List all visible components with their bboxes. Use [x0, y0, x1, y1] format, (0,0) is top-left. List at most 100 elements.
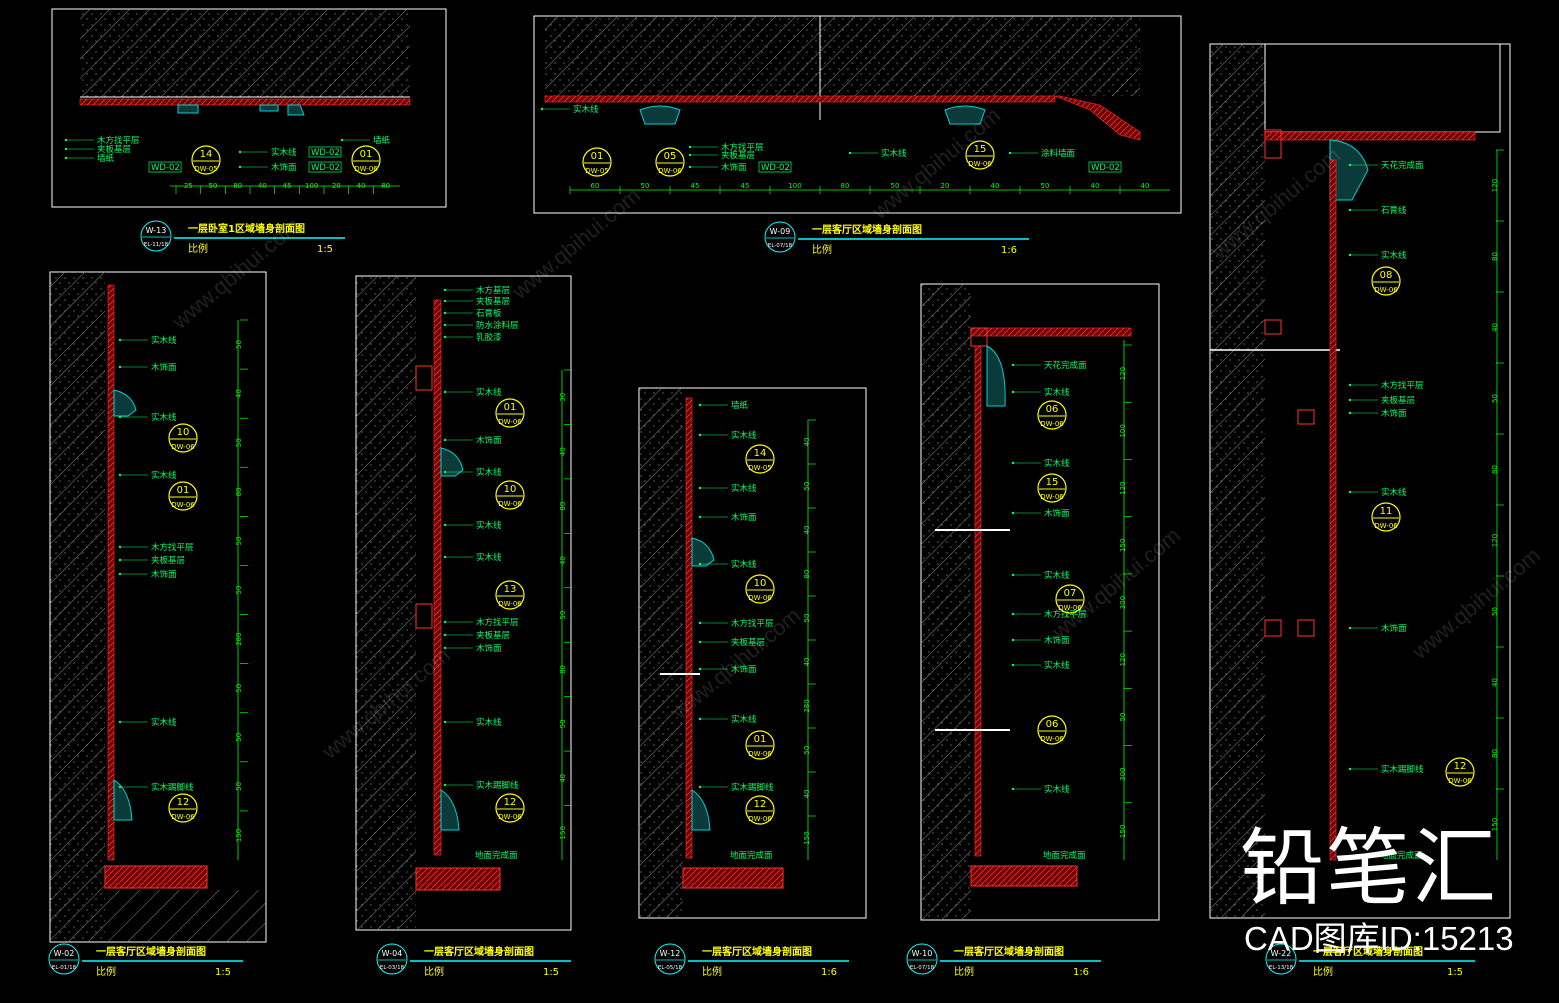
- material-label: 实木线: [698, 714, 757, 725]
- material-label-text: 实木线: [731, 559, 757, 570]
- tag-number: 15: [1046, 477, 1059, 488]
- dim-value: 50: [235, 782, 243, 791]
- floor-finish-label: 地面完成面: [730, 850, 773, 861]
- material-label-text: 实木线: [151, 412, 177, 423]
- material-label-text: 木饰面: [476, 643, 502, 654]
- material-label: 实木线: [848, 148, 907, 159]
- dim-value: 120: [1491, 534, 1499, 547]
- tag-sheet: DW-06: [1374, 522, 1398, 530]
- dim-value: 50: [235, 586, 243, 595]
- tag-number: 01: [177, 485, 190, 496]
- material-label: 夹板基层: [443, 630, 510, 641]
- material-label: 实木线: [1011, 784, 1070, 795]
- scale-value: 1:6: [821, 967, 837, 978]
- material-label-text: 木饰面: [151, 569, 177, 580]
- material-label: 实木线: [698, 430, 757, 441]
- dim-value: 300: [1119, 767, 1127, 780]
- material-label-text: 夹板基层: [721, 150, 755, 161]
- dim-value: 120: [1119, 653, 1127, 666]
- material-label: WD-02: [758, 161, 792, 173]
- material-label: 夹板基层: [64, 144, 131, 155]
- tag-number: 10: [754, 578, 767, 589]
- dim-value: 80: [1491, 465, 1499, 474]
- scale-value: 1:5: [215, 967, 231, 978]
- dim-value: 40: [258, 182, 267, 190]
- dim-value: 50: [235, 340, 243, 349]
- material-label-text: 木饰面: [151, 362, 177, 373]
- material-label-text: 木饰面: [731, 512, 757, 523]
- material-label: 实木线: [698, 559, 757, 570]
- material-label: 实木线: [1011, 458, 1070, 469]
- material-label: 墙纸: [64, 153, 115, 164]
- material-label: 木饰面: [443, 435, 502, 446]
- material-label-text: WD-02: [1091, 163, 1120, 173]
- dim-value: 40: [1491, 323, 1499, 332]
- dim-value: 50: [559, 611, 567, 620]
- tag-sheet: DW-06: [748, 815, 772, 823]
- dim-value: 40: [803, 526, 811, 535]
- scale-value: 1:6: [1001, 245, 1017, 256]
- material-label: 木饰面: [118, 569, 177, 580]
- material-label-text: 实木线: [731, 430, 757, 441]
- material-label: 实木踢脚线: [118, 782, 194, 793]
- tag-number: 15: [974, 144, 987, 155]
- material-label: WD-02: [1088, 161, 1122, 173]
- material-label-text: 实木线: [476, 387, 502, 398]
- dim-value: 45: [741, 182, 750, 190]
- material-label-text: 实木线: [1044, 784, 1070, 795]
- tag-sheet: DW-06: [1058, 604, 1082, 612]
- material-label: 墙纸: [698, 400, 749, 411]
- tag-sheet: DW-05: [585, 167, 608, 175]
- tag-number: 12: [1454, 761, 1467, 772]
- dim-value: 50: [891, 182, 900, 190]
- panel-w12: [638, 387, 867, 919]
- tag-number: 11: [1380, 506, 1393, 517]
- scale-label: 比例: [954, 965, 974, 978]
- dim-value: 50: [235, 536, 243, 545]
- tag-sheet: DW-06: [171, 443, 195, 451]
- dim-value: 50: [209, 182, 218, 190]
- material-label: 木方找平层: [688, 142, 764, 153]
- dim-value: 50: [1119, 712, 1127, 721]
- tag-sheet: DW-06: [1040, 420, 1064, 428]
- title-ref-sheet: EL-07/18: [910, 965, 935, 971]
- material-label: 石膏板: [443, 308, 502, 319]
- material-label-text: WD-02: [311, 148, 340, 158]
- tag-number: 14: [200, 149, 213, 160]
- tag-number: 10: [504, 484, 517, 495]
- material-label: 防水涂料层: [443, 320, 519, 331]
- material-label-text: 木方找平层: [1381, 380, 1424, 391]
- material-label: 实木线: [118, 335, 177, 346]
- panel-w02: [49, 271, 267, 943]
- material-label-text: 墙纸: [731, 400, 749, 411]
- tag-sheet: DW-05: [194, 165, 217, 173]
- dim-value: 80: [1491, 749, 1499, 758]
- floor-finish-label: 地面完成面: [1380, 850, 1423, 861]
- material-label: WD-02: [308, 161, 342, 173]
- material-label-text: 天花完成面: [1381, 160, 1424, 171]
- title-ref-number: W-10: [912, 949, 933, 958]
- material-label-text: 实木踢脚线: [151, 782, 194, 793]
- material-label: 实木线: [118, 470, 177, 481]
- material-label: 实木踢脚线: [443, 780, 519, 791]
- material-label-text: 夹板基层: [97, 144, 131, 155]
- dim-value: 50: [1491, 394, 1499, 403]
- tag-number: 06: [1046, 719, 1059, 730]
- material-label-text: 涂料墙面: [1041, 148, 1076, 159]
- material-label: 夹板基层: [118, 555, 185, 566]
- material-label-text: 夹板基层: [151, 555, 185, 566]
- floor-finish-label: 地面完成面: [475, 850, 518, 861]
- material-label: 实木线: [238, 147, 297, 158]
- tag-number: 01: [504, 402, 517, 413]
- tag-number: 12: [504, 797, 517, 808]
- material-label-text: 木方基层: [476, 285, 510, 296]
